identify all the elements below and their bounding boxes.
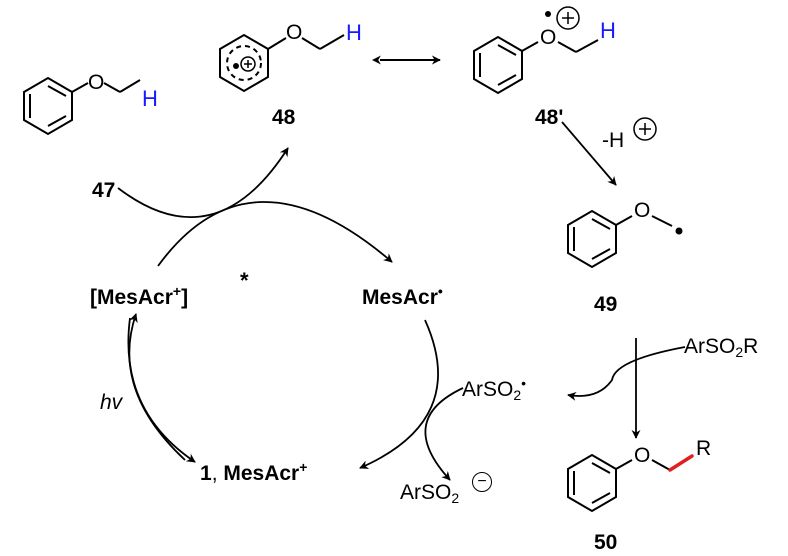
sulfone-ar: ArSO: [684, 335, 736, 358]
label-48: 48: [272, 106, 296, 129]
atom-O-49: O: [634, 199, 651, 222]
ground-state-photocatalyst: 1, MesAcr+: [200, 460, 307, 484]
label-50: 50: [594, 531, 618, 554]
acridine-radical: MesAcr•: [362, 284, 443, 308]
excited-photocatalyst: [MesAcr+]: [90, 284, 188, 308]
sulfone-reagent: ArSO2R: [684, 336, 758, 359]
arrow-excited-to-radical: [157, 201, 393, 267]
radical-dot-48: [233, 63, 239, 69]
radical-dot-49: [675, 227, 683, 235]
atom-H-48-prime: H: [600, 18, 616, 43]
sulfinate-ar: ArSO: [400, 481, 452, 504]
excited-state-star: *: [240, 268, 249, 293]
arrow-radical-to-ground: [359, 319, 439, 469]
proton-charge-circle: [633, 117, 657, 141]
ground-state-name: MesAcr: [223, 462, 300, 485]
new-c-r-bond: [668, 454, 694, 472]
excited-photocatalyst-bracket: ]: [181, 286, 189, 309]
label-48-prime: 48': [535, 106, 564, 129]
arrow-sulfone-to-sulfonyl: [567, 346, 686, 401]
acridine-radical-dot: •: [437, 283, 443, 299]
excited-photocatalyst-name: [MesAcr: [90, 286, 173, 309]
atom-H-48: H: [346, 20, 362, 45]
relaxation-arrow: [127, 317, 196, 463]
compound-48-prime-structure: [473, 6, 599, 95]
atom-H-47: H: [142, 86, 158, 111]
arrow-sulfonyl-to-sulfinate: [424, 387, 464, 481]
excited-photocatalyst-charge: +: [172, 283, 182, 299]
sulfonyl-radical: ArSO2•: [462, 376, 526, 402]
compound-47-structure: [23, 76, 141, 136]
ground-state-number: 1: [200, 462, 212, 485]
atom-O-48: O: [286, 21, 303, 44]
sulfonyl-radical-subscript: 2: [513, 387, 522, 403]
compound-50-structure: [567, 453, 671, 513]
sulfonyl-radical-dot: •: [521, 375, 527, 391]
ground-state-charge: +: [299, 459, 308, 475]
atom-O-47: O: [88, 71, 105, 94]
compound-48-structure: [219, 33, 345, 93]
label-49: 49: [594, 293, 618, 316]
sulfonyl-radical-ar: ArSO: [462, 378, 514, 401]
atom-R-50: R: [696, 437, 712, 460]
acridine-radical-name: MesAcr: [362, 286, 438, 309]
atom-O-48-prime: O: [540, 26, 557, 49]
sulfone-subscript: 2: [735, 344, 744, 360]
deprotonation-label: -H: [602, 129, 625, 152]
sulfinate-negative-charge: −: [472, 472, 492, 492]
arrow-47-to-48: [117, 147, 289, 218]
sulfinate-anion: ArSO2: [400, 482, 459, 505]
sulfinate-subscript: 2: [451, 490, 460, 506]
light-label: hv: [100, 391, 123, 414]
ground-state-separator: ,: [211, 462, 224, 485]
deprotonation-arrow: [561, 121, 617, 186]
label-47: 47: [92, 179, 116, 202]
sulfone-r: R: [743, 335, 759, 358]
compound-49-structure: [567, 209, 673, 269]
radical-dot-48-prime: [545, 11, 551, 17]
excitation-arrow: [128, 313, 186, 461]
atom-O-50: O: [634, 444, 651, 467]
